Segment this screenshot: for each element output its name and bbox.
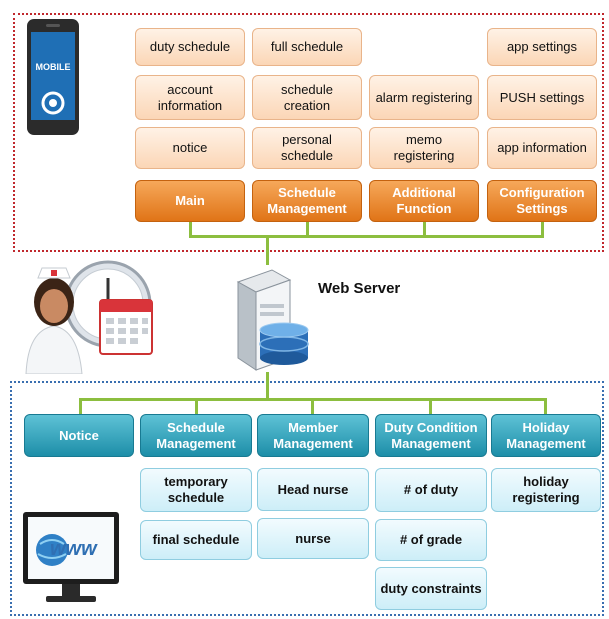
additional-function-header: Additional Function (369, 180, 479, 222)
configuration-settings-header: Configuration Settings (487, 180, 597, 222)
member-item-nurse: nurse (257, 518, 369, 559)
connector-member (311, 398, 314, 414)
schedule-item-personal-schedule: personal schedule (252, 127, 362, 169)
mobile-app-frame (13, 13, 604, 252)
holiday-item-holiday-registering: holiday registering (491, 468, 601, 512)
config-item-app-settings: app settings (487, 28, 597, 66)
duty-condition-management-header: Duty Condition Management (375, 414, 487, 457)
web-server-label: Web Server (318, 280, 401, 297)
connector-mobile-bus (189, 235, 544, 238)
web-schedule-item-temporary-schedule: temporary schedule (140, 468, 252, 512)
nurse-clock-illustration (25, 260, 153, 374)
member-management-header: Member Management (257, 414, 369, 457)
duty-item-duty-constraints: duty constraints (375, 567, 487, 610)
main-header: Main (135, 180, 245, 222)
main-item-account-information: account information (135, 75, 245, 120)
additional-item-memo-registering: memo registering (369, 127, 479, 169)
connector-schedule (306, 222, 309, 236)
schedule-item-schedule-creation: schedule creation (252, 75, 362, 120)
web-server-icon (236, 269, 309, 371)
config-item-push-settings: PUSH settings (487, 75, 597, 120)
config-item-app-information: app information (487, 127, 597, 169)
holiday-management-header: Holiday Management (491, 414, 601, 457)
mobile-label: MOBILE (35, 62, 71, 72)
schedule-management-header: Schedule Management (252, 180, 362, 222)
schedule-item-full-schedule: full schedule (252, 28, 362, 66)
monitor-icon (23, 512, 119, 602)
member-item-head-nurse: Head nurse (257, 468, 369, 511)
connector-server-to-web (266, 372, 269, 400)
main-item-notice: notice (135, 127, 245, 169)
mobile-phone-icon (27, 19, 79, 135)
connector-additional (423, 222, 426, 236)
connector-holiday (544, 398, 547, 414)
notice-header: Notice (24, 414, 134, 457)
main-item-duty-schedule: duty schedule (135, 28, 245, 66)
connector-mobile-to-server (266, 235, 269, 265)
web-schedule-item-final-schedule: final schedule (140, 520, 252, 560)
additional-item-alarm-registering: alarm registering (369, 75, 479, 120)
web-schedule-management-header: Schedule Management (140, 414, 252, 457)
connector-notice (79, 398, 82, 414)
connector-config (541, 222, 544, 236)
www-label: www (50, 538, 97, 560)
connector-web-schedule (195, 398, 198, 414)
duty-item-number-of-grade: # of grade (375, 519, 487, 561)
web-app-frame (10, 381, 604, 616)
connector-duty (429, 398, 432, 414)
connector-main (189, 222, 192, 236)
duty-item-number-of-duty: # of duty (375, 468, 487, 512)
